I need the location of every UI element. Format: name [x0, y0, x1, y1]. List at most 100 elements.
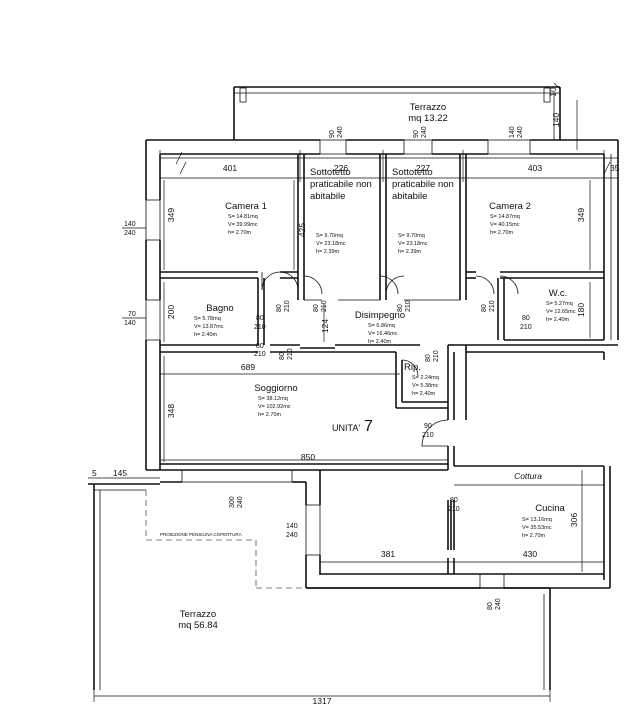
room-wc-h: h= 2.40m	[546, 317, 570, 323]
dim-226: 226	[334, 163, 348, 173]
room-bagno-name: Bagno	[206, 303, 233, 314]
win-top2-b: 240	[517, 126, 524, 138]
dim-850: 850	[301, 452, 315, 462]
terrace-top-name: Terrazzo	[410, 102, 446, 113]
unit-number: 7	[364, 418, 373, 435]
dim-689: 689	[241, 362, 255, 372]
door-s2-b: 210	[405, 300, 412, 312]
win-left2-b: 140	[124, 320, 136, 327]
win-top2-a: 140	[509, 126, 516, 138]
win-left2-a: 70	[128, 311, 136, 318]
room-soggiorno-h: h= 2.70m	[258, 412, 282, 418]
win-top1-a: 90	[329, 130, 336, 138]
room-bagno-v: V= 13.87mc	[194, 324, 224, 330]
room-wc-s: S= 5.27mq	[546, 301, 573, 307]
dim-5: 5	[92, 468, 97, 478]
dim-381: 381	[381, 549, 395, 559]
door-corr-b: 210	[287, 348, 294, 360]
door-s1-a: 80	[276, 304, 283, 312]
room-rip-s: S= 2.24mq	[412, 375, 439, 381]
win-sog2-b: 240	[286, 532, 298, 539]
door-cam2-a: 80	[481, 304, 488, 312]
room-camera1-s: S= 14.81mq	[228, 214, 258, 220]
door-s1b-a: 80	[313, 304, 320, 312]
pensilina-note: PROIEZIONE PENSILINA COPERTURA	[160, 532, 242, 537]
dim-306: 306	[569, 513, 579, 527]
room-sottotetto1-h: h= 2.39m	[316, 249, 340, 255]
dim-140: 140	[551, 113, 561, 127]
win-top3-b: 240	[421, 126, 428, 138]
room-bagno-s: S= 5.78mq	[194, 316, 221, 322]
dim-401: 401	[223, 163, 237, 173]
dim-349-left: 349	[166, 208, 176, 222]
win-sog-a: 300	[229, 496, 236, 508]
unit-label: UNITA'	[332, 423, 360, 433]
room-camera2-s: S= 14.87mq	[490, 214, 520, 220]
door-cucina-a: 80	[450, 497, 458, 504]
room-soggiorno-s: S= 38.12mq	[258, 396, 288, 402]
room-sottotetto1-line1: Sottotetto	[310, 167, 351, 178]
room-disimpegno-name: Disimpegno	[355, 310, 405, 321]
soggiorno-window	[181, 469, 293, 483]
terrace-top-area: mq 13.22	[408, 113, 448, 124]
dim-124: 124	[320, 319, 330, 333]
door-cucina-b: 210	[448, 506, 460, 513]
dim-348: 348	[166, 404, 176, 418]
door-s1-b: 210	[284, 300, 291, 312]
win-top1-b: 240	[337, 126, 344, 138]
door-s2-a: 80	[397, 304, 404, 312]
dim-35: 35	[610, 163, 620, 173]
room-rip-name: Rip.	[404, 362, 421, 373]
dim-349-right: 349	[576, 208, 586, 222]
room-sottotetto2-h: h= 2.39m	[398, 249, 422, 255]
room-camera1-v: V= 39.99mc	[228, 222, 258, 228]
win-top3-a: 90	[413, 130, 420, 138]
door-swings	[261, 271, 519, 550]
win-left1-b: 240	[124, 230, 136, 237]
door-wc-a: 80	[522, 315, 530, 322]
win-sog-b: 240	[237, 496, 244, 508]
room-sottotetto1-line3: abitabile	[310, 191, 345, 202]
room-cottura-name: Cottura	[514, 471, 542, 481]
door-entry-a: 90	[424, 423, 432, 430]
door-rip-a: 80	[425, 354, 432, 362]
room-cucina-v: V= 35.53mc	[522, 525, 552, 531]
room-camera1-name: Camera 1	[225, 201, 267, 212]
room-cucina-h: h= 2.70m	[522, 533, 546, 539]
room-sottotetto2-line1: Sottotetto	[392, 167, 433, 178]
dim-1317: 1317	[313, 696, 332, 706]
room-disimpegno-s: S= 6.86mq	[368, 323, 395, 329]
room-sottotetto2-v: V= 23.18mc	[398, 241, 428, 247]
room-sottotetto2-line3: abitabile	[392, 191, 427, 202]
dim-425: 425	[297, 223, 307, 237]
dim-10: 10	[548, 87, 558, 97]
room-sottotetto1-line2: praticabile non	[310, 179, 372, 190]
dim-180: 180	[576, 303, 586, 317]
win-left1-a: 140	[124, 221, 136, 228]
room-sottotetto1-s: S= 9.70mq	[316, 233, 343, 239]
room-camera1-h: h= 2.70m	[228, 230, 252, 236]
win-cuc-a: 80	[487, 602, 494, 610]
dim-200: 200	[166, 305, 176, 319]
room-cucina-s: S= 13.16mq	[522, 517, 552, 523]
room-rip-v: V= 5.38mc	[412, 383, 439, 389]
room-wc-v: V= 12.65mc	[546, 309, 576, 315]
door-bagno-a: 80	[256, 315, 264, 322]
door-corr-a: 80	[279, 352, 286, 360]
room-sottotetto1-v: V= 23.18mc	[316, 241, 346, 247]
door-bagno2-a: 80	[256, 343, 264, 350]
dim-430: 430	[523, 549, 537, 559]
dim-403: 403	[528, 163, 542, 173]
door-s1b-b: 210	[321, 300, 328, 312]
terrace-bottom-name: Terrazzo	[180, 609, 216, 620]
room-soggiorno-v: V= 102.92mc	[258, 404, 291, 410]
room-soggiorno-name: Soggiorno	[254, 383, 297, 394]
terrace-bottom	[88, 483, 551, 690]
room-camera2-name: Camera 2	[489, 201, 531, 212]
door-cam2-b: 210	[489, 300, 496, 312]
win-cuc-b: 240	[495, 598, 502, 610]
door-bagno-b: 210	[254, 324, 266, 331]
door-entry-b: 210	[422, 432, 434, 439]
room-cucina-name: Cucina	[535, 503, 565, 514]
